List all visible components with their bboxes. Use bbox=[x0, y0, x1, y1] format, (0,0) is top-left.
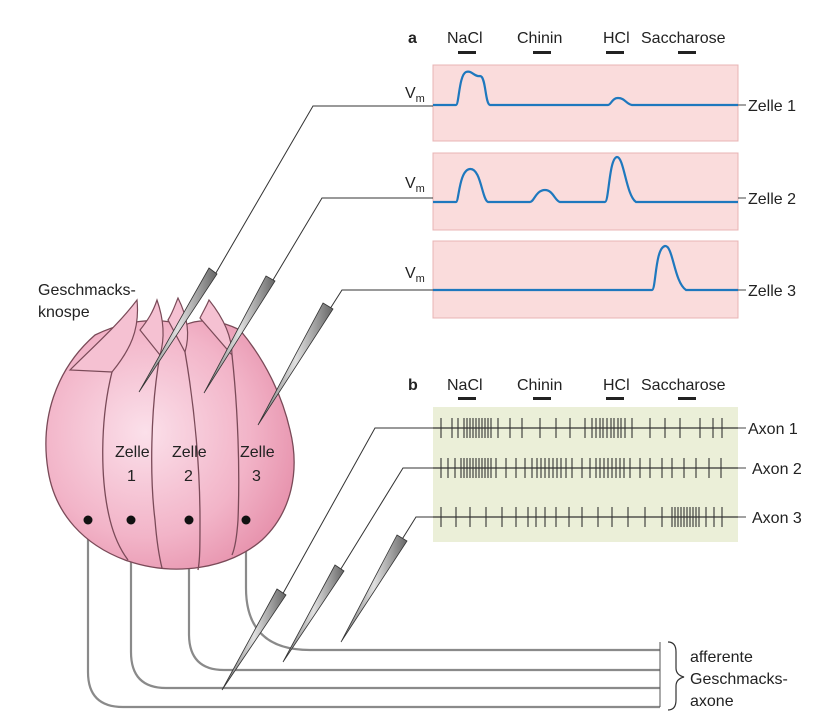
axon-3-spikes bbox=[440, 507, 723, 527]
electrode-1 bbox=[138, 267, 218, 393]
stimulus-bar-saccharose bbox=[678, 51, 696, 54]
bud-zelle-1-word: Zelle bbox=[115, 444, 150, 461]
trace-box-zelle-3 bbox=[432, 240, 739, 319]
panel-a-stimuli: NaCl Chinin HCl Saccharose bbox=[447, 30, 726, 54]
electrode-3 bbox=[257, 302, 334, 426]
bud-zelle-3-number: 3 bbox=[252, 468, 261, 485]
afferent-label-line3: axone bbox=[690, 693, 734, 710]
afferent-label-line2: Geschmacks- bbox=[690, 671, 788, 688]
stimulus-chinin-label-b: Chinin bbox=[517, 377, 562, 394]
bud-zelle-3-word: Zelle bbox=[240, 444, 275, 461]
membrane-trace-zelle-3 bbox=[433, 244, 738, 292]
stimulus-bar-chinin-b bbox=[533, 397, 551, 400]
axon-1-spikes bbox=[440, 418, 723, 438]
panel-a-letter: a bbox=[408, 30, 417, 47]
electrode-6 bbox=[340, 534, 408, 643]
zelle-3-trace-label: Zelle 3 bbox=[748, 283, 796, 300]
panel-b-letter: b bbox=[408, 377, 418, 394]
bud-label-line1: Geschmacks- bbox=[38, 282, 136, 299]
bud-zelle-2-word: Zelle bbox=[172, 444, 207, 461]
membrane-trace-zelle-2 bbox=[433, 155, 738, 204]
stimulus-nacl-label: NaCl bbox=[447, 30, 483, 47]
stimulus-bar-saccharose-b bbox=[678, 397, 696, 400]
stimulus-bar-chinin bbox=[533, 51, 551, 54]
membrane-trace-zelle-1 bbox=[433, 70, 738, 107]
stimulus-saccharose-label: Saccharose bbox=[641, 30, 726, 47]
stimulus-hcl-label-b: HCl bbox=[603, 377, 630, 394]
stimulus-bar-nacl bbox=[458, 51, 476, 54]
electrode-5 bbox=[282, 564, 345, 663]
bud-zelle-1-number: 1 bbox=[127, 468, 136, 485]
vm-label-zelle-2: Vm bbox=[405, 175, 425, 195]
afferent-label-line1: afferente bbox=[690, 649, 753, 666]
electrode-wires bbox=[212, 105, 433, 598]
zelle-1-trace-label: Zelle 1 bbox=[748, 98, 796, 115]
vm-label-zelle-3: Vm bbox=[405, 265, 425, 285]
axon-1-label: Axon 1 bbox=[748, 421, 798, 438]
axon-2-spikes bbox=[440, 458, 722, 478]
afferent-axons bbox=[86, 520, 660, 709]
taste-bud bbox=[45, 296, 295, 571]
stimulus-bar-hcl bbox=[606, 51, 624, 54]
afferent-brace bbox=[667, 641, 685, 711]
vm-label-zelle-1: Vm bbox=[405, 85, 425, 105]
trace-box-zelle-2 bbox=[432, 152, 739, 231]
bud-label-line2: knospe bbox=[38, 304, 90, 321]
stimulus-bar-nacl-b bbox=[458, 397, 476, 400]
electrode-4 bbox=[221, 588, 287, 691]
panel-b-stimuli: NaCl Chinin HCl Saccharose bbox=[447, 377, 726, 400]
axon-3-label: Axon 3 bbox=[752, 510, 802, 527]
stimulus-bar-hcl-b bbox=[606, 397, 624, 400]
electrode-2 bbox=[203, 275, 276, 394]
bud-zelle-2-number: 2 bbox=[184, 468, 193, 485]
stimulus-nacl-label-b: NaCl bbox=[447, 377, 483, 394]
stimulus-saccharose-label-b: Saccharose bbox=[641, 377, 726, 394]
axon-2-label: Axon 2 bbox=[752, 461, 802, 478]
stimulus-chinin-label: Chinin bbox=[517, 30, 562, 47]
trace-box-zelle-1 bbox=[432, 64, 739, 142]
zelle-2-trace-label: Zelle 2 bbox=[748, 191, 796, 208]
stimulus-hcl-label: HCl bbox=[603, 30, 630, 47]
